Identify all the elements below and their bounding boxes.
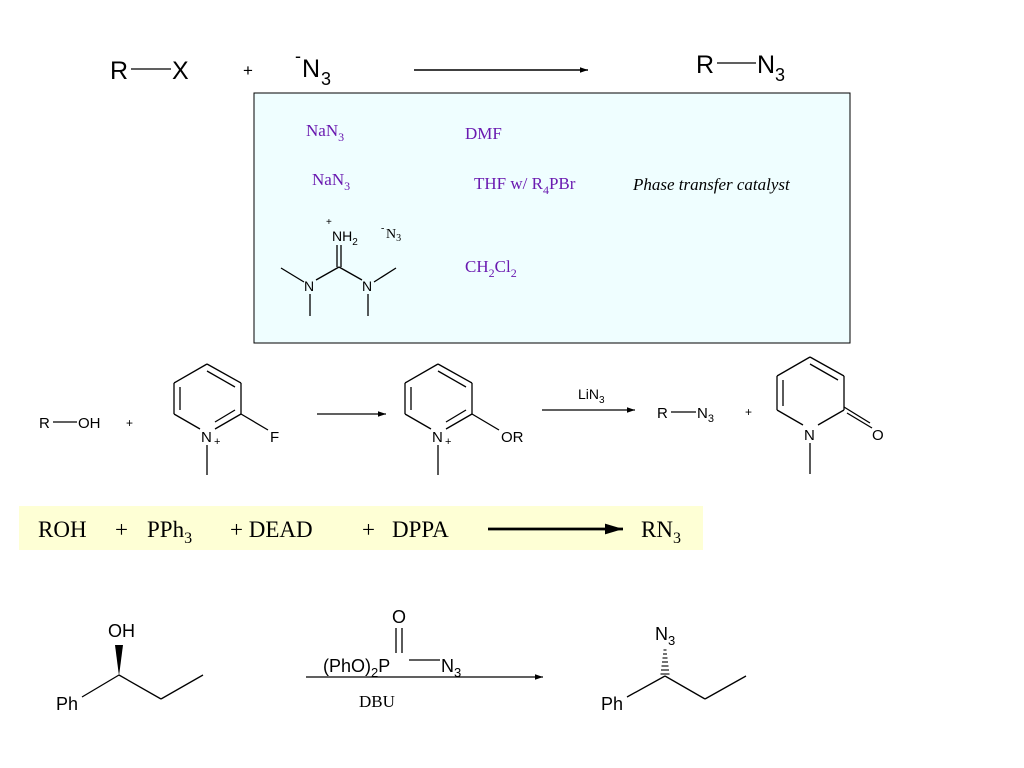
ring2-bond-3 [404,363,439,384]
ring1-bond-4 [206,363,242,384]
guanidinium-nh: NH2 [332,228,358,248]
mitsunobu-phosphine: PPh3 [147,517,192,547]
reagent-azide: N3 [441,656,461,680]
reactant-r: R [110,57,128,85]
c-c-bond-1 [118,674,162,700]
wedge-bond-oh [115,645,123,676]
plus-sign-3: + [745,405,752,419]
ring2-bond-6 [445,413,473,430]
ring2-dbl-2 [437,370,467,388]
pyridinium-n: N [201,429,212,446]
reaction-4: OH Ph O (PhO)2P N3 DBU N3 [56,607,747,714]
pyridinium-salt: N + F [173,363,279,475]
phenyl-label: Ph [56,694,78,714]
conditions-box: NaN3 DMF NaN3 THF w/ R4PBr Phase transfe… [253,92,851,344]
hydroxyl-label: OH [108,621,135,641]
pyridone-o: O [872,427,884,444]
co-bond [471,413,500,431]
diphenoxy-group: (PhO)2P [323,656,390,680]
pyridone-n: N [804,427,815,444]
phase-transfer-note: Phase transfer catalyst [632,175,791,194]
ring2-bond-1 [404,413,432,430]
fluoro-atom: F [270,429,279,446]
counterion-azide: N3 [386,227,401,244]
reaction-3: ROH + PPh3 + DEAD + DPPA RN3 [19,506,703,550]
product-r: R [696,51,714,79]
mitsunobu-alcohol: ROH [38,517,87,542]
mitsunobu-dead: + DEAD [230,517,313,542]
condition-solvent-3: CH2Cl2 [465,257,517,280]
alkoxy-group: OR [501,429,524,446]
guanidinium-n-left: N [304,278,314,294]
intermediate-n: N [432,429,443,446]
pyridone-byproduct: N O [776,356,884,474]
reaction-2: R OH + N + F [39,356,884,475]
ring2-dbl-3 [445,409,467,423]
condition-reagent-1: NaN3 [306,121,344,144]
alkoxypyridinium-intermediate: N + OR [404,363,524,475]
ring3-dbl-2 [809,363,839,381]
product-azide-label: N3 [655,624,675,648]
ring3-bond-3 [776,356,811,377]
product-c-c-bond-2 [704,675,747,700]
mitsunobu-dppa: DPPA [392,517,449,542]
reaction-1: R X + - N 3 R N 3 [110,46,785,89]
product-subscript: 3 [775,65,785,85]
methyl-bond-3 [373,267,397,283]
guanidinium-structure: + NH2 N N - N3 [280,217,401,316]
dppa-reagent: O (PhO)2P N3 [323,607,461,680]
ring3-bond-6 [817,409,845,426]
lithium-azide-reagent: LiN3 [578,386,605,406]
phosphoryl-o: O [392,607,406,627]
condition-reagent-2: NaN3 [312,170,350,193]
azide-charge: - [295,46,301,66]
ring1-bond-1 [173,413,201,430]
plus-sign: + [243,61,253,80]
ph-c-bond [81,674,120,698]
azide-subscript: 3 [321,69,331,89]
product-n: N [757,51,775,79]
ring1-dbl-3 [214,409,236,423]
condition-solvent-1: DMF [465,124,502,143]
chiral-azide: N3 Ph [601,624,747,714]
product-ph-c-bond [626,675,666,698]
bond-c-nr [338,266,363,281]
intermediate-charge: + [445,436,451,448]
plus-sign-2: + [126,416,133,430]
guanidinium-charge: + [326,217,332,228]
ring3-bond-4 [809,356,845,377]
mitsunobu-product: RN3 [641,517,681,547]
carbonyl-bond-b [846,412,873,429]
alcohol-r: R [39,415,50,432]
condition-solvent-2: THF w/ R4PBr [474,174,576,197]
ring2-bond-4 [437,363,473,384]
mitsunobu-plus-3: + [362,517,375,542]
bond-c-nl [315,266,340,281]
dbu-base: DBU [359,692,395,711]
azide-product-n: N3 [697,405,714,425]
carbonyl-bond-a [843,406,871,424]
chiral-alcohol: OH Ph [56,621,204,714]
cf-bond [240,413,269,431]
guanidinium-n-right: N [362,278,372,294]
alcohol-oh: OH [78,415,101,432]
azide-n: N [302,55,320,83]
conditions-box-frame [253,92,851,344]
azide-product-r: R [657,405,668,422]
reactant-x: X [172,57,189,85]
methyl-bond-1 [280,267,305,283]
ring1-bond-3 [173,363,208,384]
ring1-dbl-2 [206,370,236,388]
c-c-bond-2 [160,674,204,700]
pyridinium-charge: + [214,436,220,448]
counterion-charge: - [381,223,384,234]
ring1-bond-6 [214,413,242,430]
product-c-c-bond-1 [664,675,706,700]
ring3-bond-1 [776,409,804,426]
product-phenyl-label: Ph [601,694,623,714]
mitsunobu-plus-1: + [115,517,128,542]
hashed-bond-n3 [660,649,670,675]
